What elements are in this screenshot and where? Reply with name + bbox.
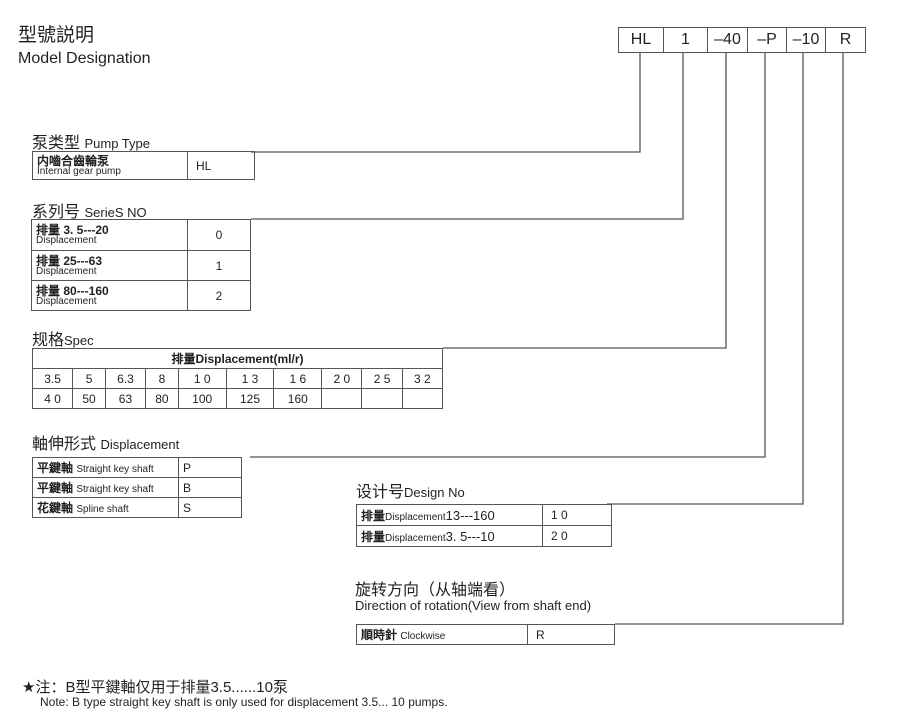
row-code: 1: [187, 250, 251, 281]
rotation-heading-en: Direction of rotation(View from shaft en…: [355, 598, 592, 613]
spec-cell: 3.5: [31, 368, 74, 389]
row-zh: 排量: [361, 529, 386, 544]
row-code: 0: [187, 219, 251, 251]
row-code: R: [527, 624, 615, 645]
heading-en: Displacement: [100, 437, 180, 452]
spec-cell: [321, 388, 363, 409]
heading-zh: 规格: [32, 332, 65, 349]
spec-cell: 1 3: [225, 368, 275, 389]
spec-cell: 5: [72, 368, 106, 389]
spec-cell: 80: [145, 388, 179, 409]
row-zh: 排量: [361, 508, 386, 523]
row-zh: 平鍵軸: [37, 480, 74, 495]
heading-en: SerieS NO: [84, 205, 147, 220]
code-series: 1: [663, 27, 708, 53]
rotation-table: 順時針 Clockwise R: [356, 624, 615, 645]
heading-zh: 系列号: [32, 204, 81, 221]
row-en: Displacement: [36, 235, 97, 246]
code-shaft: –P: [747, 27, 787, 53]
rotation-heading-zh: 旋转方向（从轴端看）: [355, 582, 516, 599]
row-code: S: [178, 497, 242, 518]
row-en: Displacement: [385, 532, 446, 544]
note-zh: ★注：B型平鍵軸仅用于排量3.5......10泵: [22, 679, 288, 696]
spec-cell: 2 0: [321, 368, 363, 389]
row-zh: 排量 3. 5---20: [36, 223, 109, 237]
spec-cell: 50: [72, 388, 106, 409]
row-en: Internal gear pump: [37, 165, 121, 177]
spec-header: 排量Displacement(ml/r): [32, 348, 443, 369]
heading-en: Pump Type: [84, 136, 150, 151]
shaft-heading: 軸伸形式 Displacement: [32, 430, 179, 454]
spec-cell: 1 6: [273, 368, 323, 389]
row-code: HL: [187, 151, 255, 180]
spec-heading: 规格Spec: [32, 326, 94, 350]
heading-en: Spec: [64, 333, 94, 348]
title-en: Model Designation: [18, 50, 151, 67]
spec-cell: 63: [104, 388, 147, 409]
table-row: 排量Displacement13---160 1 0: [356, 504, 612, 526]
row-zh: 平鍵軸: [37, 460, 74, 475]
spec-cell: [361, 388, 403, 409]
row-zh: 排量 25---63: [36, 253, 103, 268]
row-range: 3. 5---10: [445, 528, 495, 544]
spec-cell: 125: [225, 388, 275, 409]
row-en: Spline shaft: [76, 503, 129, 515]
table-row: 順時針 Clockwise R: [356, 624, 615, 645]
row-code: 2: [187, 280, 251, 311]
spec-cell: 2 5: [361, 368, 403, 389]
row-code: 1 0: [542, 504, 612, 526]
pump-type-heading: 泵类型 Pump Type: [32, 129, 150, 153]
spec-cell: 4 0: [31, 388, 74, 409]
heading-zh: 軸伸形式: [32, 436, 97, 453]
row-code: 2 0: [542, 525, 612, 547]
row-code: B: [178, 477, 242, 498]
row-en: Displacement: [385, 511, 446, 523]
shaft-table: 平鍵軸 Straight key shaft P 平鍵軸 Straight key…: [32, 457, 242, 518]
table-row: 排量Displacement3. 5---10 2 0: [356, 525, 612, 547]
row-en: Clockwise: [400, 630, 446, 642]
table-row: 花鍵軸 Spline shaft S: [32, 497, 242, 518]
row-zh: 排量 80---160: [36, 283, 109, 298]
heading-en: Design No: [404, 485, 465, 500]
table-row: 平鍵軸 Straight key shaft P: [32, 457, 242, 478]
row-zh: 花鍵軸: [37, 500, 74, 515]
code-rotation: R: [825, 27, 866, 53]
heading-zh: 设计号: [356, 484, 405, 501]
heading-zh: 泵类型: [32, 135, 81, 152]
design-heading: 设计号Design No: [356, 478, 465, 502]
spec-cell: 3 2: [401, 368, 444, 389]
row-zh: 順時針: [361, 627, 398, 642]
note-en: Note: B type straight key shaft is only …: [40, 695, 448, 709]
code-spec: –40: [707, 27, 748, 53]
spec-cell: 8: [145, 368, 179, 389]
model-code: HL 1 –40 –P –10 R: [618, 27, 866, 53]
row-en: Displacement: [36, 295, 97, 307]
spec-cell: [401, 388, 444, 409]
row-zh: 内嚙合齒輪泵: [37, 153, 110, 168]
code-type: HL: [618, 27, 664, 53]
row-code: P: [178, 457, 242, 478]
spec-cell: 160: [273, 388, 323, 409]
spec-cell: 6.3: [104, 368, 147, 389]
row-range: 13---160: [445, 507, 495, 523]
spec-cell: 100: [177, 388, 227, 409]
code-design: –10: [786, 27, 826, 53]
series-heading: 系列号 SerieS NO: [32, 198, 147, 222]
title-zh: 型號説明: [18, 25, 95, 46]
row-en: Displacement: [36, 265, 97, 277]
row-en: Straight key shaft: [76, 463, 154, 475]
row-en: Straight key shaft: [76, 483, 154, 495]
table-row: 平鍵軸 Straight key shaft B: [32, 477, 242, 498]
spec-cell: 1 0: [177, 368, 227, 389]
